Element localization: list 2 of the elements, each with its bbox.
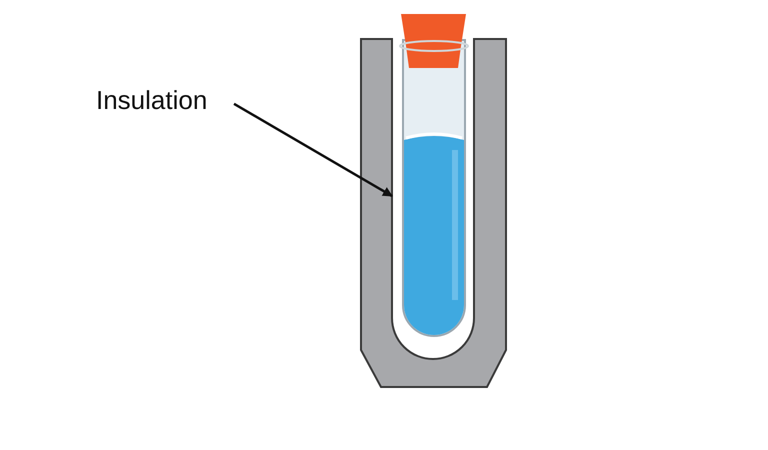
leader-arrow — [233, 102, 393, 198]
part-label: Insulation — [96, 87, 208, 113]
